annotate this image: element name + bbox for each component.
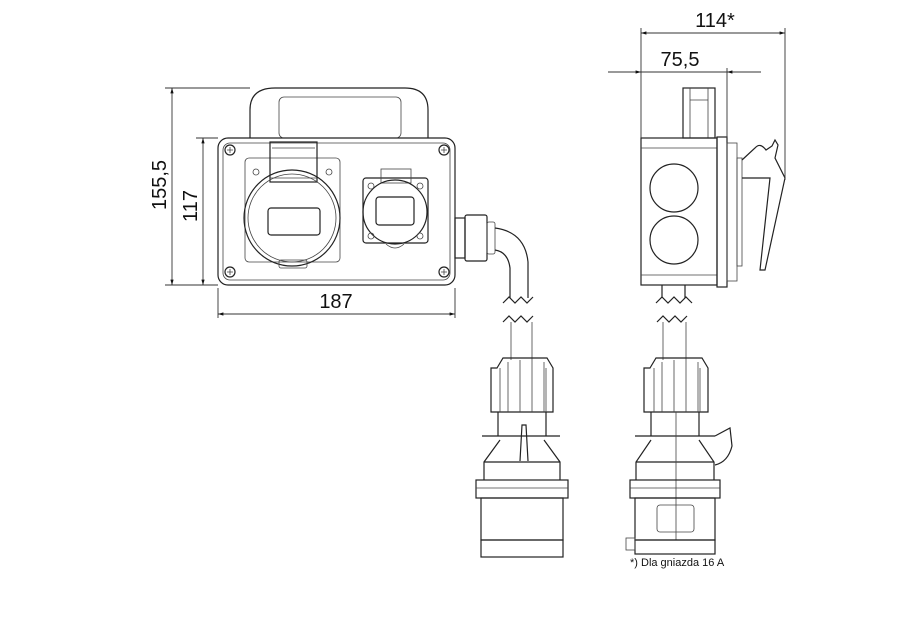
large-socket <box>243 141 341 269</box>
dim-box-height: 117 <box>180 190 202 222</box>
enclosure-inner <box>222 142 451 281</box>
enclosure-outer <box>217 137 456 286</box>
cable-gland <box>454 214 534 304</box>
handle-grip <box>278 96 402 139</box>
front-dimensions: 155,5 117 187 <box>149 87 456 318</box>
plug-side-view: *) Dla gniazda 16 A <box>625 315 733 569</box>
plug-front-view <box>475 315 569 558</box>
front-view <box>217 87 534 304</box>
corner-screws <box>224 144 450 278</box>
socket-lid <box>741 138 786 271</box>
side-view <box>640 87 786 304</box>
dim-total-height: 155,5 <box>149 160 171 210</box>
small-socket <box>362 168 429 249</box>
knockout-bottom <box>649 215 699 265</box>
knockout-top <box>649 163 699 213</box>
dim-box-width: 187 <box>319 291 352 313</box>
carry-handle <box>249 87 429 138</box>
dim-box-depth: 75,5 <box>661 49 700 71</box>
footnote: *) Dla gniazda 16 A <box>630 557 725 569</box>
handle-side <box>682 87 716 139</box>
side-dimensions: 114* 75,5 <box>608 10 786 180</box>
dim-total-depth: 114* <box>695 10 735 32</box>
